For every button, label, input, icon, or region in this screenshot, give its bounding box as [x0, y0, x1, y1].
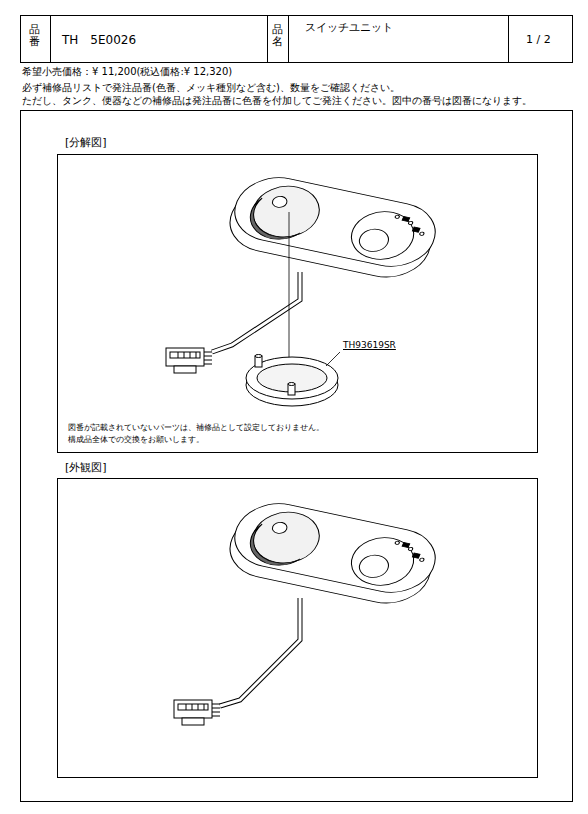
panel-heading: [外観図] [57, 458, 115, 477]
label-text: ただし、タンク、便器などの補修品は発注品番に色番を付加してご発注ください。図中の… [22, 95, 532, 107]
label-text: 1 / 2 [526, 33, 551, 46]
part-number: TH93619SR [343, 340, 396, 351]
label-text: 構成品全体での交換をお願いします。 [68, 435, 204, 445]
label-text: スイッチユニット [305, 21, 393, 34]
view-panel: [外観図] [57, 456, 537, 778]
label-text: 品番 [29, 24, 40, 48]
label-text: 必ず補修品リストで発注品番(色番、メッキ種別など含む)、数量をご確認ください。 [22, 82, 400, 94]
label-text: 品名 [272, 24, 283, 48]
label-text: 希望小売価格：¥ 11,200(税込価格:¥ 12,320) [22, 66, 232, 78]
panel-heading: [分解図] [57, 133, 115, 152]
view-panel: [分解図] [57, 131, 537, 453]
label-text: TH 5E0026 [62, 33, 136, 47]
label-text: 図番が記載されていないパーツは、補修品として設定しておりません。 [68, 423, 324, 433]
